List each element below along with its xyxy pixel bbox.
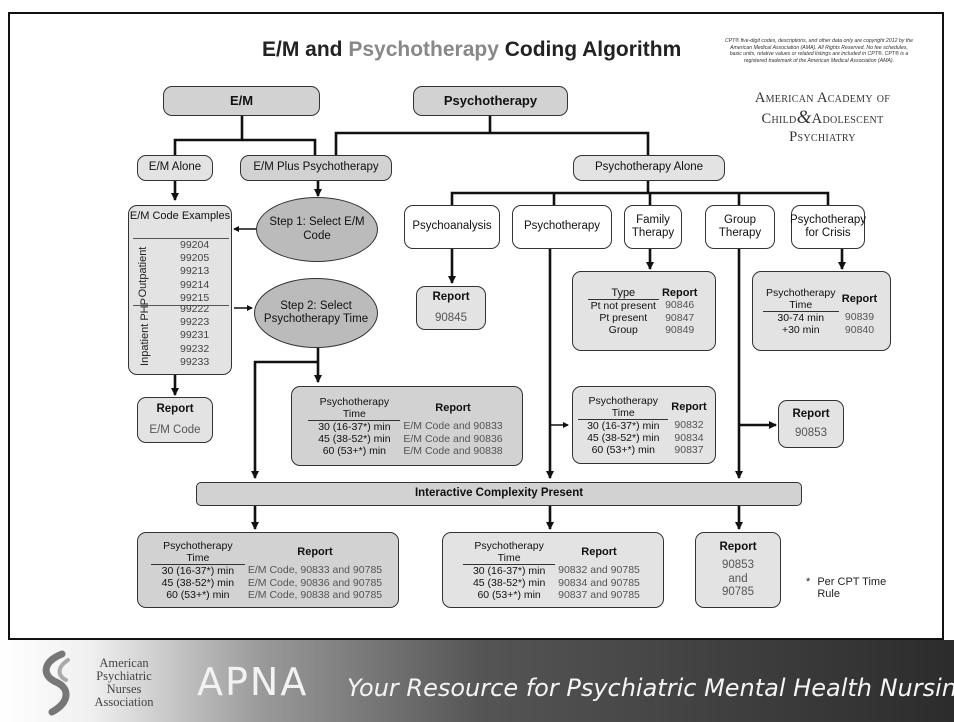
line-psy-branches	[334, 131, 650, 155]
report-psychoanalysis-box: Report 90845	[416, 286, 486, 330]
psychotherapy-alone-box: Psychotherapy Alone	[573, 155, 725, 181]
line-em-to-em-alone	[173, 116, 244, 155]
footer-org-name: American Psychiatric Nurses Association	[94, 656, 154, 709]
psychotherapy-for-crisis-box: Psychotherapy for Crisis	[790, 205, 866, 249]
report-em-box: Report E/M Code	[137, 397, 213, 443]
em-code-examples-box: E/M Code Examples Outpatient 99204 99205…	[128, 205, 232, 375]
step2-ellipse: Step 2: Select Psychotherapy Time	[254, 278, 378, 348]
inpatient-codes: 99222 99223 99231 99232 99233	[180, 303, 210, 368]
group-therapy-box: Group Therapy	[705, 205, 775, 249]
ic-group-report-box: Report 90853 and 90785	[695, 532, 781, 608]
line-em-to-em-plus	[242, 138, 317, 155]
step1-ellipse: Step 1: Select E/M Code	[256, 197, 378, 262]
footer-tagline: Your Resource for Psychiatric Mental Hea…	[347, 674, 954, 702]
report-group-box: Report 90853	[778, 400, 844, 448]
copyright-note: CPT® five-digit codes, descriptions, and…	[724, 38, 914, 64]
interactive-complexity-bar: Interactive Complexity Present	[196, 482, 802, 506]
em-examples-header: E/M Code Examples	[129, 210, 231, 222]
aacap-logo: American Academy of Child&Adolescent Psy…	[754, 90, 891, 145]
psychotherapy-box: Psychotherapy	[413, 86, 568, 116]
apna-swirl-logo-icon	[42, 650, 70, 716]
inpatient-php-label: Inpatient PHP	[139, 298, 151, 366]
outpatient-codes: 99204 99205 99213 99214 99215	[180, 239, 210, 304]
footnote: * Per CPT Time Rule	[806, 576, 887, 600]
psychoanalysis-box: Psychoanalysis	[404, 205, 500, 249]
em-plus-psychotherapy-box: E/M Plus Psychotherapy	[240, 155, 392, 181]
line-children-bar	[450, 191, 830, 205]
connectors	[171, 116, 846, 530]
diagram-title: E/M and Psychotherapy Coding Algorithm	[262, 38, 682, 61]
footer-apna-wordmark: APNA	[197, 660, 309, 704]
family-therapy-box: Family Therapy	[624, 205, 682, 249]
psychotherapy-type-box: Psychotherapy	[512, 205, 612, 249]
footer-banner	[0, 640, 954, 722]
em-alone-box: E/M Alone	[137, 155, 213, 181]
em-box: E/M	[163, 86, 320, 116]
